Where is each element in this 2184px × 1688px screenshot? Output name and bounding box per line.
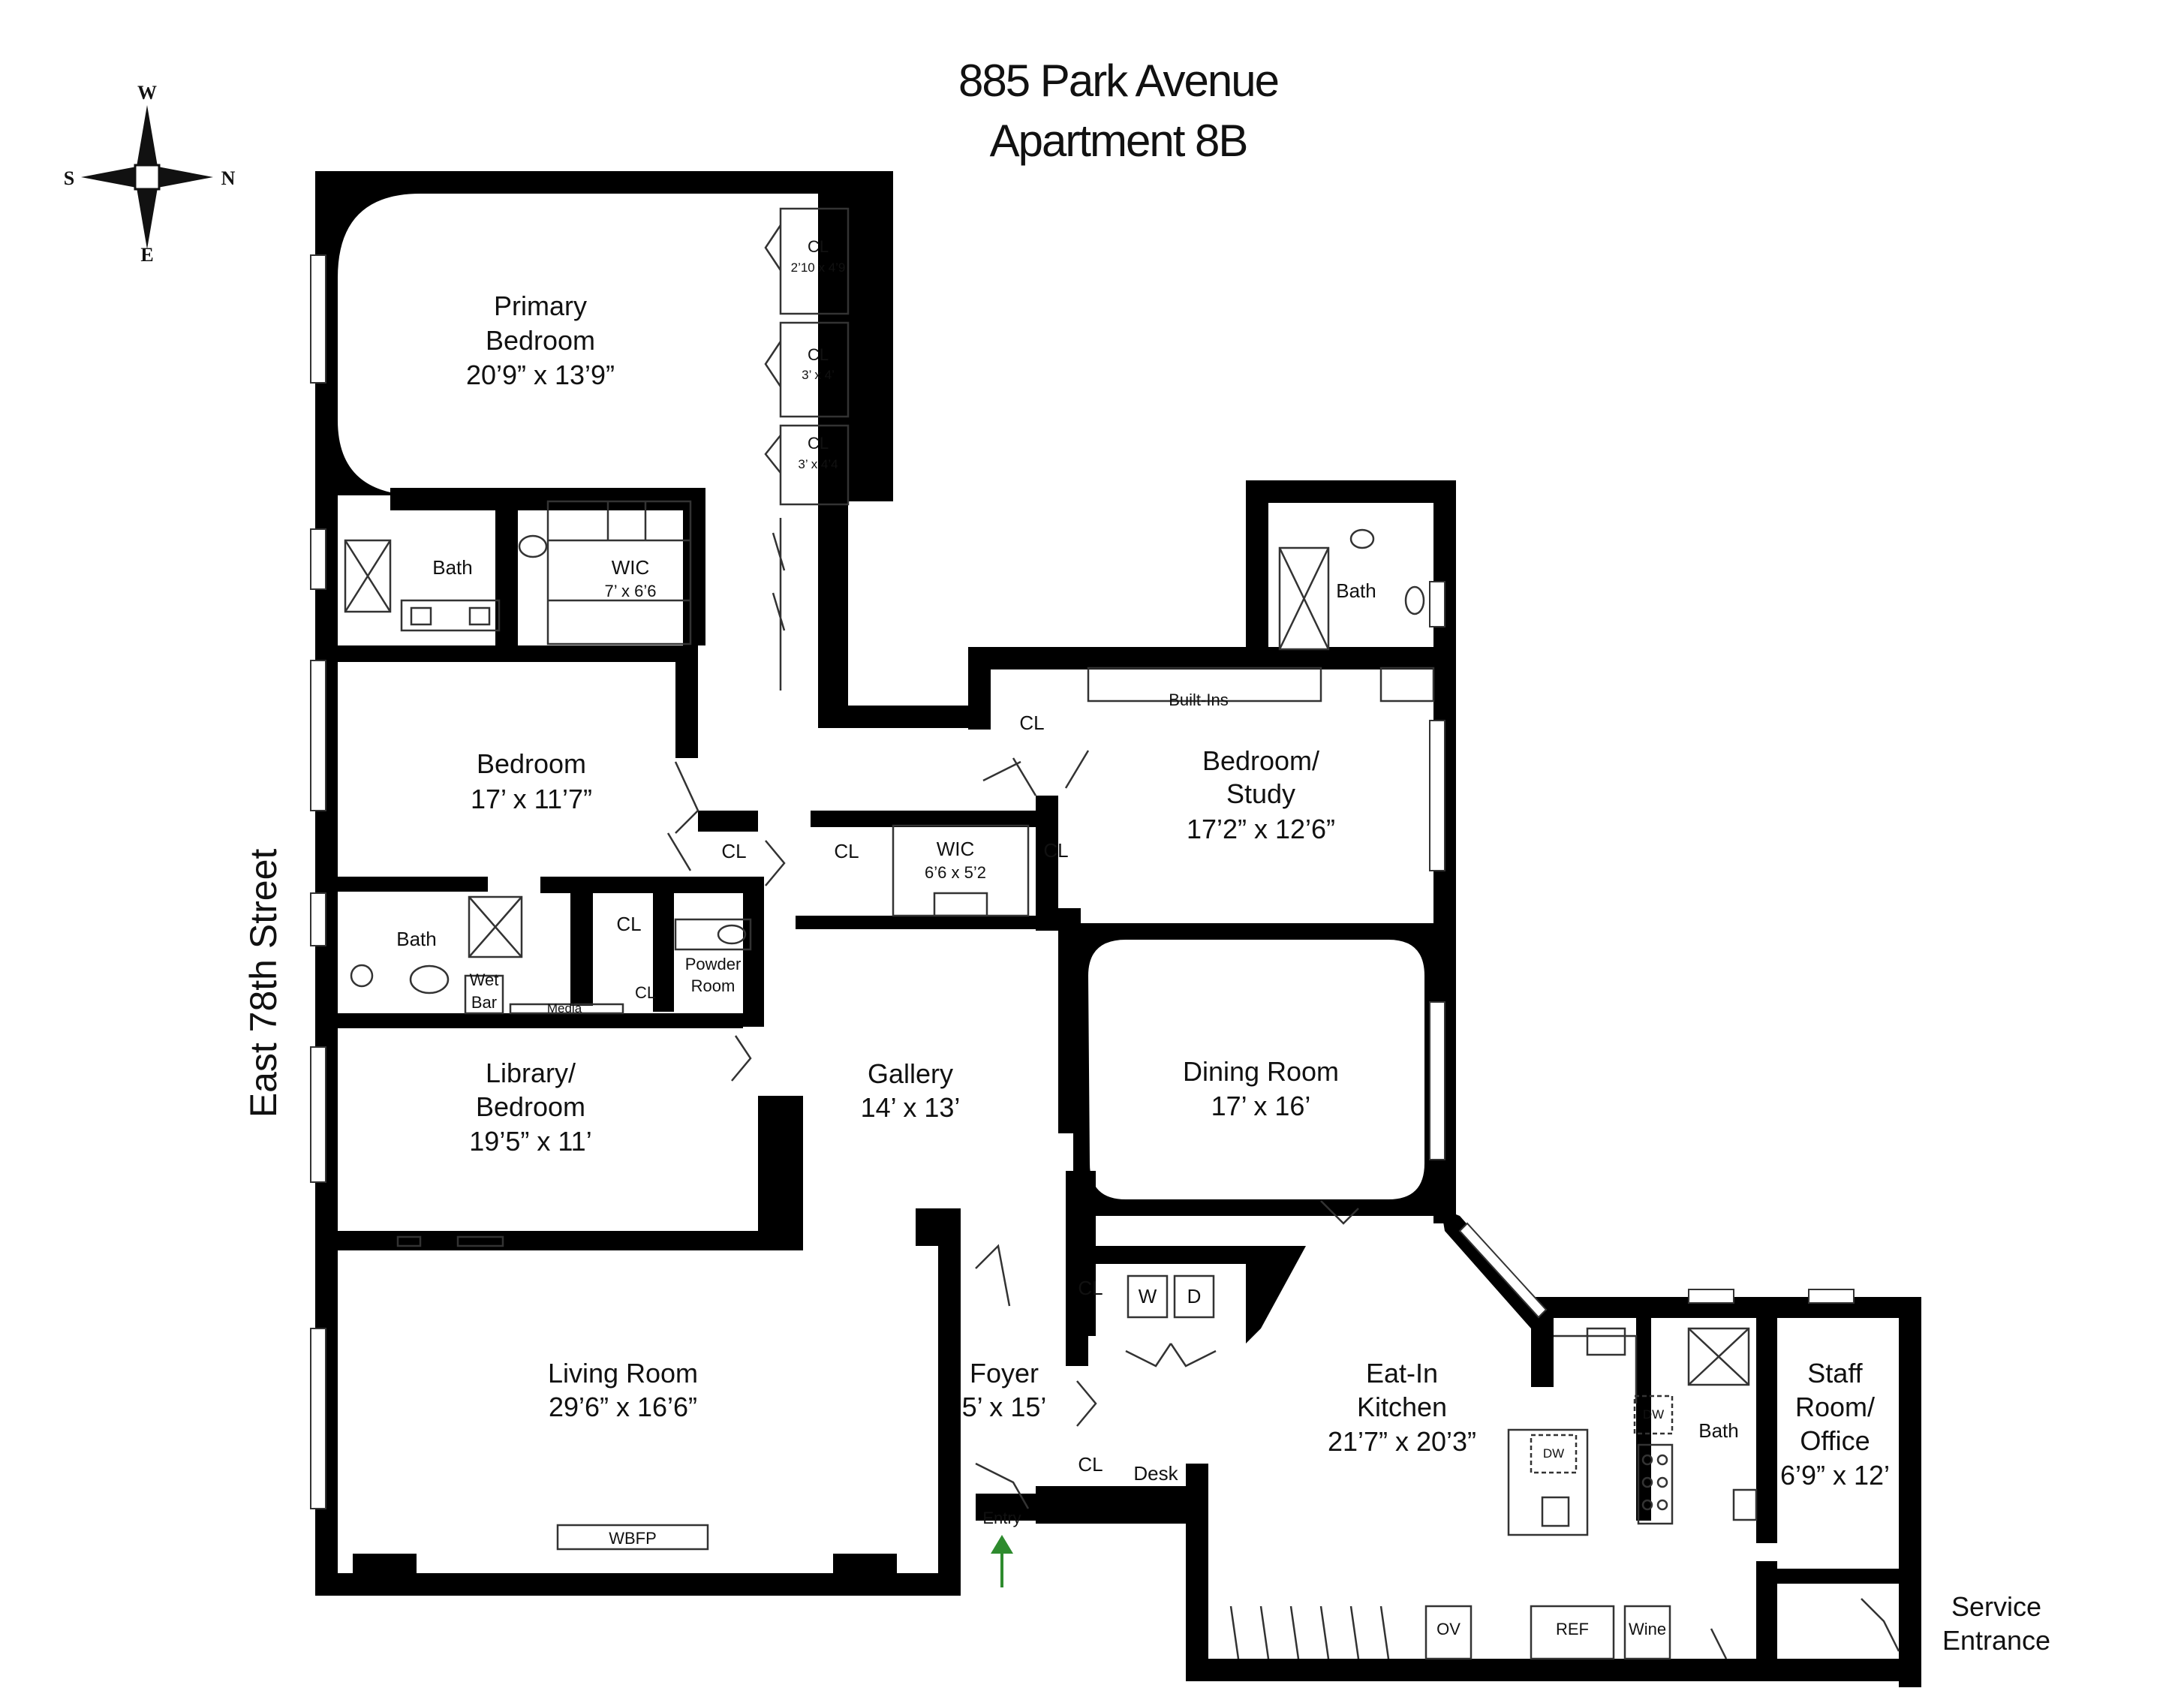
closet-1-dims: 2’10 x 4’9 <box>791 260 846 275</box>
closet-9-label: CL <box>1019 712 1044 734</box>
staff-room-label: Staff <box>1807 1358 1863 1389</box>
compass-north-label: N <box>221 167 236 189</box>
staff-bath-label: Bath <box>1698 1419 1739 1442</box>
dishwasher-1-label: DW <box>1643 1407 1664 1422</box>
powder-room-label-2: Room <box>691 976 736 995</box>
refrigerator-label: REF <box>1556 1620 1589 1638</box>
bath-2-label: Bath <box>396 928 437 950</box>
foyer-label: Foyer <box>970 1358 1039 1389</box>
plan-title-address: 885 Park Avenue <box>958 56 1278 106</box>
fixtures <box>344 207 1900 1660</box>
closet-6-label: CL <box>1043 839 1068 862</box>
dining-room-label: Dining Room <box>1183 1056 1339 1087</box>
library-label: Library/ <box>486 1058 576 1088</box>
closet-2-label: CL <box>808 345 829 364</box>
compass-rose-icon: W S N E <box>64 82 236 266</box>
closet-11-label: CL <box>1078 1453 1103 1476</box>
dishwasher-2-label: DW <box>1543 1446 1564 1461</box>
wet-bar-label: Wet <box>470 970 499 989</box>
study-label: Bedroom/ <box>1202 745 1319 776</box>
staff-room-dims: 6’9” x 12’ <box>1780 1460 1890 1491</box>
closet-2-dims: 3’ x 4’ <box>802 368 835 382</box>
compass-east-label: E <box>140 244 153 266</box>
desk-label: Desk <box>1133 1462 1178 1485</box>
closet-3-dims: 3’ x 4’4 <box>798 457 838 471</box>
closet-4-label: CL <box>721 840 746 862</box>
bedroom-dims: 17’ x 11’7” <box>471 784 592 814</box>
bedroom-label: Bedroom <box>477 748 586 779</box>
oven-label: OV <box>1436 1620 1461 1638</box>
wic-2-label: WIC <box>937 838 975 860</box>
dryer-label: D <box>1187 1285 1202 1307</box>
powder-room-label: Powder <box>685 955 742 973</box>
staff-room-label-2: Room/ <box>1795 1392 1875 1422</box>
service-entrance-label: Service <box>1951 1591 2041 1622</box>
primary-bedroom-dims: 20’9” x 13’9” <box>466 360 615 390</box>
compass-south-label: S <box>64 167 74 189</box>
plan-title-unit: Apartment 8B <box>990 116 1247 166</box>
kitchen-dims: 21’7” x 20’3” <box>1328 1426 1476 1457</box>
service-entrance-label-2: Entrance <box>1942 1625 2050 1656</box>
kitchen-label: Eat-In <box>1366 1358 1438 1389</box>
primary-bath-label: Bath <box>432 556 473 579</box>
media-label: Media <box>547 1001 582 1016</box>
study-bath-label: Bath <box>1336 579 1376 602</box>
wic-1-label: WIC <box>612 556 650 579</box>
wic-2-dims: 6’6 x 5’2 <box>925 863 986 882</box>
closet-1-label: CL <box>808 237 829 256</box>
wine-label: Wine <box>1629 1620 1666 1638</box>
closet-5-label: CL <box>834 840 859 862</box>
windows <box>310 254 1855 1509</box>
entry-label: Entry <box>982 1509 1021 1527</box>
washer-label: W <box>1139 1285 1157 1307</box>
closet-10-label: CL <box>1078 1277 1103 1299</box>
living-room-label: Living Room <box>548 1358 698 1389</box>
closet-8-label: CL <box>635 983 656 1002</box>
library-dims: 19’5” x 11’ <box>469 1126 591 1157</box>
living-room-dims: 29’6” x 16’6” <box>549 1392 697 1422</box>
built-ins-label: Built-Ins <box>1169 691 1228 709</box>
fireplace-label: WBFP <box>609 1529 657 1548</box>
compass-west-label: W <box>137 82 157 104</box>
wic-1-dims: 7’ x 6’6 <box>605 582 657 600</box>
primary-bedroom-label: Primary <box>494 290 587 321</box>
dining-room-dims: 17’ x 16’ <box>1211 1091 1311 1121</box>
entry-arrow-icon <box>991 1535 1013 1587</box>
gallery-label: Gallery <box>868 1058 953 1089</box>
primary-bedroom-label-2: Bedroom <box>486 325 595 356</box>
room-labels: Primary Bedroom 20’9” x 13’9” CL 2’10 x … <box>396 237 2050 1656</box>
kitchen-label-2: Kitchen <box>1357 1392 1447 1422</box>
closet-7-label: CL <box>616 913 641 935</box>
walls <box>315 171 1921 1687</box>
study-label-2: Study <box>1226 778 1295 809</box>
library-label-2: Bedroom <box>476 1091 585 1122</box>
foyer-dims: 5’ x 15’ <box>962 1392 1047 1422</box>
wet-bar-label-2: Bar <box>471 993 497 1012</box>
street-label: East 78th Street <box>242 849 284 1118</box>
closet-3-label: CL <box>808 434 829 453</box>
study-dims: 17’2” x 12’6” <box>1187 814 1335 844</box>
staff-room-label-3: Office <box>1800 1425 1870 1456</box>
gallery-dims: 14’ x 13’ <box>861 1092 961 1123</box>
